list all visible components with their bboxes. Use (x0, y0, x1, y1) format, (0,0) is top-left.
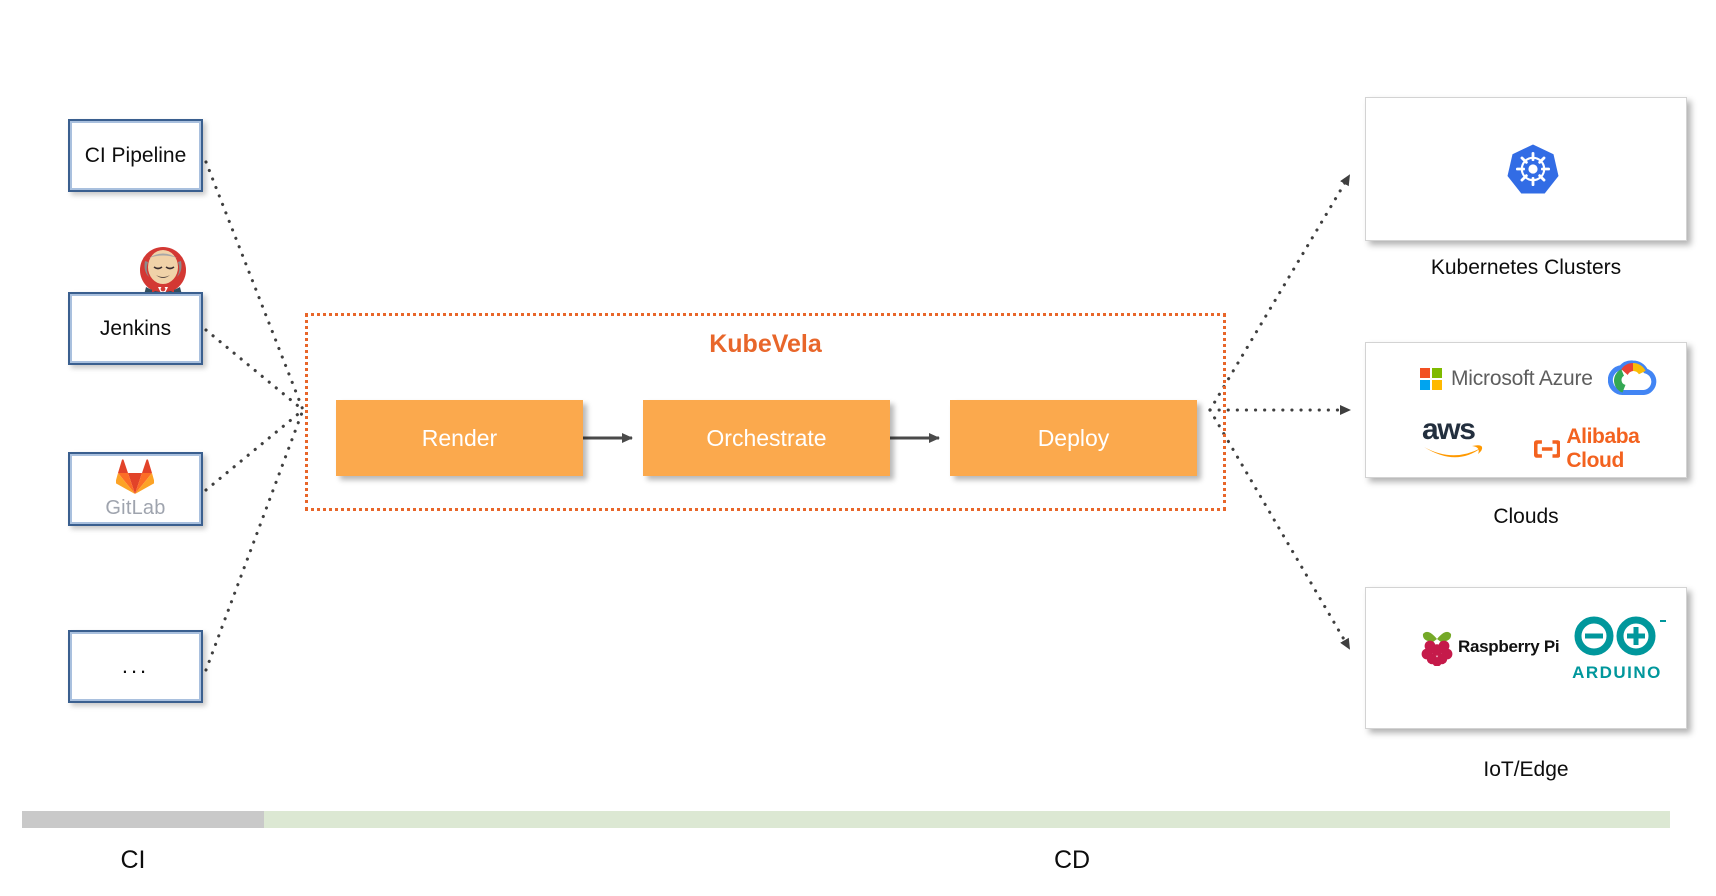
phase-label-ci: CI (120, 846, 146, 874)
target-caption-iot-edge: IoT/Edge (1483, 758, 1569, 781)
phase-label-cd: CD (1053, 846, 1091, 874)
gitlab-fox-icon (116, 458, 155, 494)
source-box-more[interactable]: ... (68, 630, 203, 703)
microsoft-squares-icon (1420, 368, 1442, 390)
target-box-clouds[interactable]: Microsoft Azure aws Alibaba Cloud (1365, 342, 1687, 478)
target-caption-clouds: Clouds (1493, 505, 1559, 528)
alibaba-cloud-logo: Alibaba Cloud (1534, 425, 1686, 473)
stage-label-render: Render (421, 424, 498, 451)
target-box-kubernetes-clusters[interactable] (1365, 97, 1687, 241)
azure-wordmark: Microsoft Azure (1451, 367, 1593, 390)
source-box-ci-pipeline[interactable]: CI Pipeline (68, 119, 203, 192)
alibaba-mark-icon (1534, 440, 1561, 458)
source-box-jenkins[interactable]: Jenkins (68, 292, 203, 365)
aws-logo: aws (1422, 413, 1484, 459)
source-label-jenkins: Jenkins (99, 316, 172, 340)
aws-smile-icon (1424, 444, 1483, 457)
arduino-wordmark: ARDUINO (1572, 663, 1662, 682)
target-box-iot-edge[interactable]: Raspberry Pi ARDUINO (1365, 587, 1687, 729)
connector-iot-edge (1208, 408, 1351, 650)
arduino-infinity-icon (1574, 616, 1666, 656)
raspberry-pi-berry-icon (1421, 631, 1453, 666)
connector-more (204, 408, 305, 672)
stage-label-deploy: Deploy (1037, 424, 1110, 451)
gitlab-logo: GitLab (105, 458, 166, 520)
stage-box-deploy[interactable]: Deploy (950, 400, 1197, 476)
google-cloud-logo (1608, 360, 1657, 395)
target-caption-kubernetes-clusters: Kubernetes Clusters (1430, 256, 1622, 279)
gitlab-wordmark: GitLab (105, 496, 166, 519)
raspberry-pi-wordmark: Raspberry Pi (1458, 637, 1560, 656)
aws-wordmark: aws (1422, 413, 1476, 446)
connector-kubernetes (1208, 174, 1351, 412)
connector-gitlab (204, 408, 305, 492)
connector-ci-pipeline (204, 160, 305, 412)
kubevela-container (305, 313, 1226, 511)
target-connectors (1208, 174, 1351, 650)
kubernetes-logo (1507, 144, 1559, 194)
stage-label-orchestrate: Orchestrate (706, 424, 827, 451)
microsoft-azure-logo: Microsoft Azure (1420, 367, 1593, 391)
source-box-gitlab[interactable]: GitLab (68, 452, 203, 526)
phase-bar-cd (264, 811, 1670, 828)
alibaba-wordmark: Alibaba Cloud (1566, 425, 1640, 472)
source-label-more: ... (121, 653, 150, 679)
source-label-ci-pipeline: CI Pipeline (84, 143, 187, 167)
stage-box-render[interactable]: Render (336, 400, 583, 476)
connector-jenkins (204, 328, 305, 412)
source-connectors (204, 160, 305, 672)
arduino-logo: ARDUINO (1564, 614, 1670, 683)
raspberry-pi-logo: Raspberry Pi (1420, 628, 1560, 666)
phase-bar-ci (22, 811, 264, 828)
stage-box-orchestrate[interactable]: Orchestrate (643, 400, 890, 476)
kubevela-title: KubeVela (709, 330, 822, 358)
